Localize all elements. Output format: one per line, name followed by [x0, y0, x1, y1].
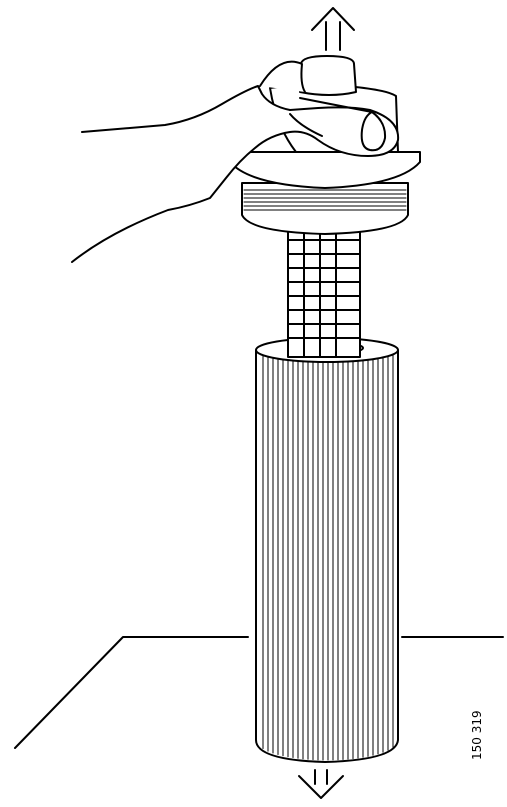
figure-number: 150 319 [470, 710, 484, 760]
filter-cap-threads [243, 189, 407, 211]
hand [71, 60, 400, 263]
arrow-up-icon [311, 7, 355, 51]
filter-element [255, 337, 399, 763]
filter-element-ribs [262, 353, 394, 761]
table-surface [14, 636, 504, 749]
arrow-down-icon [298, 769, 344, 799]
filter-core-grid [287, 224, 361, 358]
